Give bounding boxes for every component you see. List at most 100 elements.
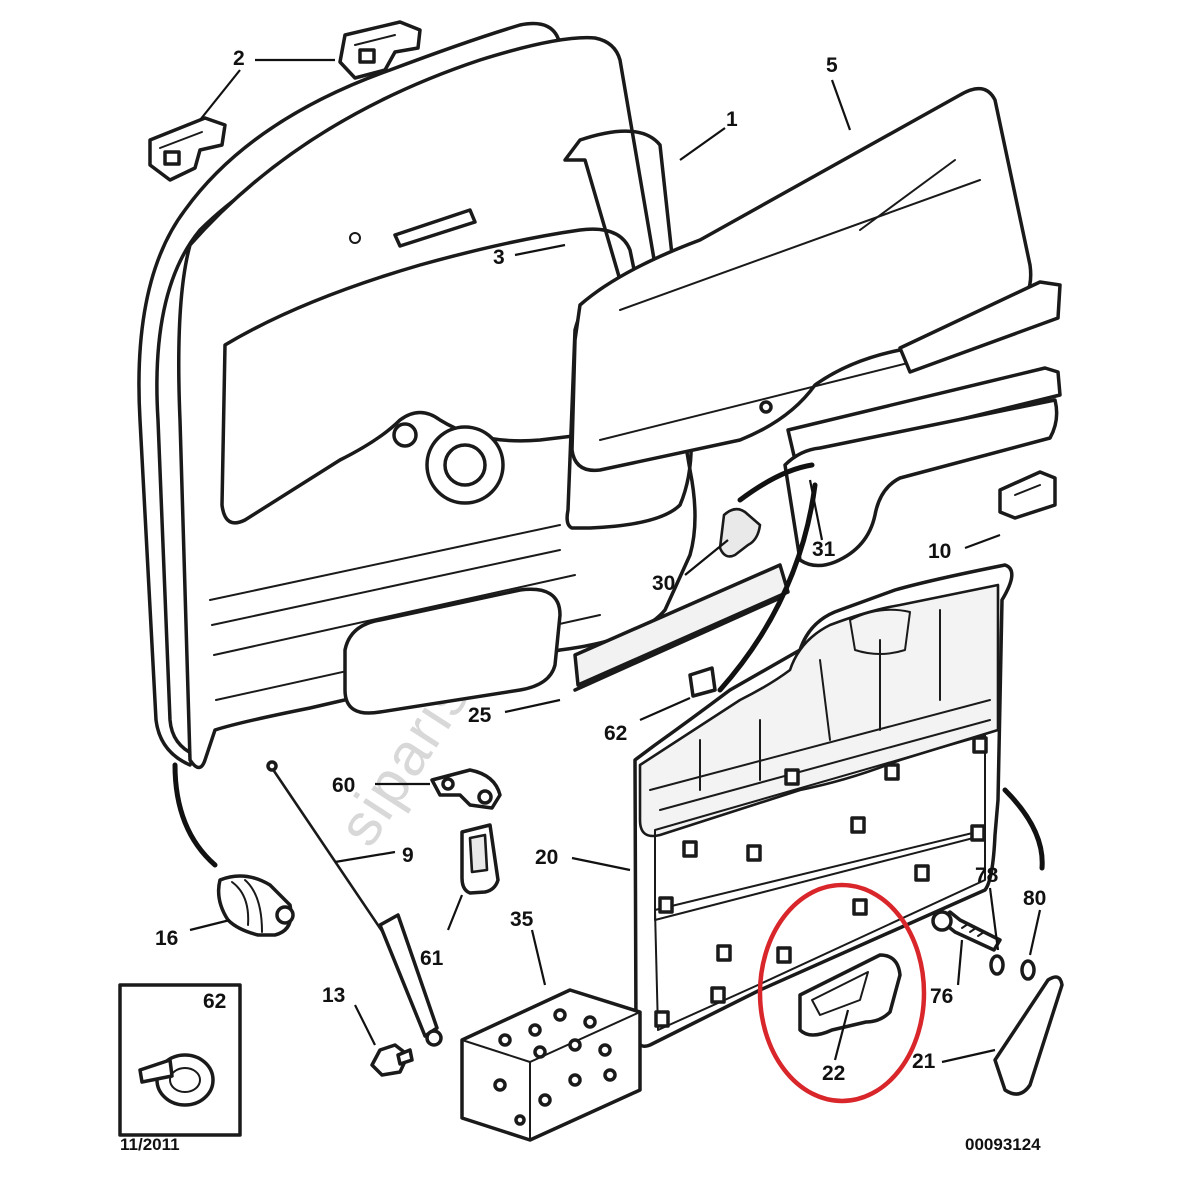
leader-16 xyxy=(189,918,231,932)
striker-bolt xyxy=(441,777,455,791)
callout-13: 13 xyxy=(322,984,345,1007)
callout-1: 1 xyxy=(726,108,738,131)
grommet-rib xyxy=(244,879,263,933)
clip-body xyxy=(998,470,1057,520)
door-rib xyxy=(211,549,561,626)
washer-80 xyxy=(1020,959,1036,981)
panel-rib xyxy=(649,699,991,791)
panel-clip xyxy=(716,944,732,962)
lock-striker xyxy=(430,768,502,810)
screw-cover-21 xyxy=(993,975,1064,1096)
panel-clip xyxy=(746,844,762,862)
upper-trim-strip xyxy=(786,280,1062,462)
leader-9 xyxy=(334,850,396,864)
kit-item xyxy=(493,1078,507,1092)
fastener-kit xyxy=(460,988,642,1142)
panel-clips xyxy=(654,736,988,1028)
callout-9: 9 xyxy=(402,844,414,867)
kit-item xyxy=(514,1114,526,1126)
washer-78 xyxy=(989,954,1005,976)
leader-25 xyxy=(504,698,561,714)
hinges xyxy=(148,20,422,182)
panel-rib xyxy=(659,719,991,811)
strut-end-ball xyxy=(425,1029,443,1047)
handle-fixings xyxy=(931,910,1064,1096)
footer-date: 11/2011 xyxy=(120,1135,180,1154)
assembly-arrow xyxy=(737,462,815,503)
kit-item xyxy=(568,1073,582,1087)
panel-clip xyxy=(658,896,674,914)
leader-3 xyxy=(514,243,566,257)
door-rib xyxy=(213,574,576,656)
panel-clip xyxy=(682,840,698,858)
hinge-lower xyxy=(148,116,227,182)
panel-clip xyxy=(776,946,792,964)
bumper-stop xyxy=(460,823,500,895)
callout-2: 2 xyxy=(233,47,245,70)
callout-80: 80 xyxy=(1023,887,1046,910)
hinge-upper-hole xyxy=(358,48,376,64)
callout-16: 16 xyxy=(155,927,178,950)
callout-25: 25 xyxy=(468,704,492,727)
panel-pocket xyxy=(849,608,911,655)
leader-20 xyxy=(571,856,631,872)
callout-62: 62 xyxy=(604,722,627,745)
screw-thread xyxy=(961,923,985,937)
pad-square xyxy=(688,666,717,698)
lion-badge xyxy=(718,507,762,558)
kit-item xyxy=(528,1023,542,1037)
leader-61 xyxy=(446,894,464,931)
hinge-lower-hole xyxy=(163,150,181,166)
ball-stud xyxy=(370,1043,414,1077)
callout-31: 31 xyxy=(812,538,836,561)
finisher-moulding xyxy=(783,398,1059,568)
grommet-cap xyxy=(275,905,295,925)
leader-80 xyxy=(1028,909,1042,956)
kit-item xyxy=(583,1015,597,1029)
grommet-rib xyxy=(231,881,250,926)
decal-strip-body xyxy=(573,563,790,687)
assembly-arrow xyxy=(172,762,218,868)
highlight-circle xyxy=(757,882,927,1104)
kit-item xyxy=(498,1033,512,1047)
kit-item xyxy=(553,1008,567,1022)
inset-part-stem xyxy=(138,1058,174,1084)
badge-emblem xyxy=(718,507,762,558)
leader-10 xyxy=(964,533,1001,550)
leader-22 xyxy=(833,1009,850,1061)
kit-item xyxy=(603,1068,617,1082)
leader-2b xyxy=(199,69,241,121)
glass-reflection xyxy=(619,179,981,311)
panel-rib xyxy=(819,659,831,741)
handle-body xyxy=(798,953,902,1037)
panel-clip xyxy=(972,736,988,754)
callout-21: 21 xyxy=(912,1050,936,1073)
callout-22: 22 xyxy=(822,1062,845,1085)
callout-20: 20 xyxy=(535,846,558,869)
footer-reference: 00093124 xyxy=(965,1135,1041,1154)
strut-rod xyxy=(270,766,390,942)
leader-76 xyxy=(956,939,964,986)
grommet-body xyxy=(216,874,293,937)
brake-light xyxy=(393,208,477,248)
panel-field-lower xyxy=(654,829,986,1031)
leader-35 xyxy=(530,929,547,986)
plate-recess xyxy=(343,587,562,715)
callout-76: 76 xyxy=(930,985,953,1008)
upper-pocket xyxy=(638,583,1000,838)
decal-strip-edge xyxy=(573,596,782,692)
panel-clip xyxy=(914,864,930,882)
kit-item xyxy=(598,1043,612,1057)
leader-5 xyxy=(830,79,852,131)
glass-reflection xyxy=(599,349,961,441)
kit-item xyxy=(533,1045,547,1059)
adhesive-pad xyxy=(688,666,717,698)
panel-clip xyxy=(884,763,900,781)
panel-clip xyxy=(970,824,986,842)
hinge-upper-detail xyxy=(354,34,396,46)
tailgate-door xyxy=(137,21,697,770)
top-hole xyxy=(349,232,361,244)
inner-trim-panel xyxy=(633,563,1014,1048)
callout-5: 5 xyxy=(826,54,838,77)
